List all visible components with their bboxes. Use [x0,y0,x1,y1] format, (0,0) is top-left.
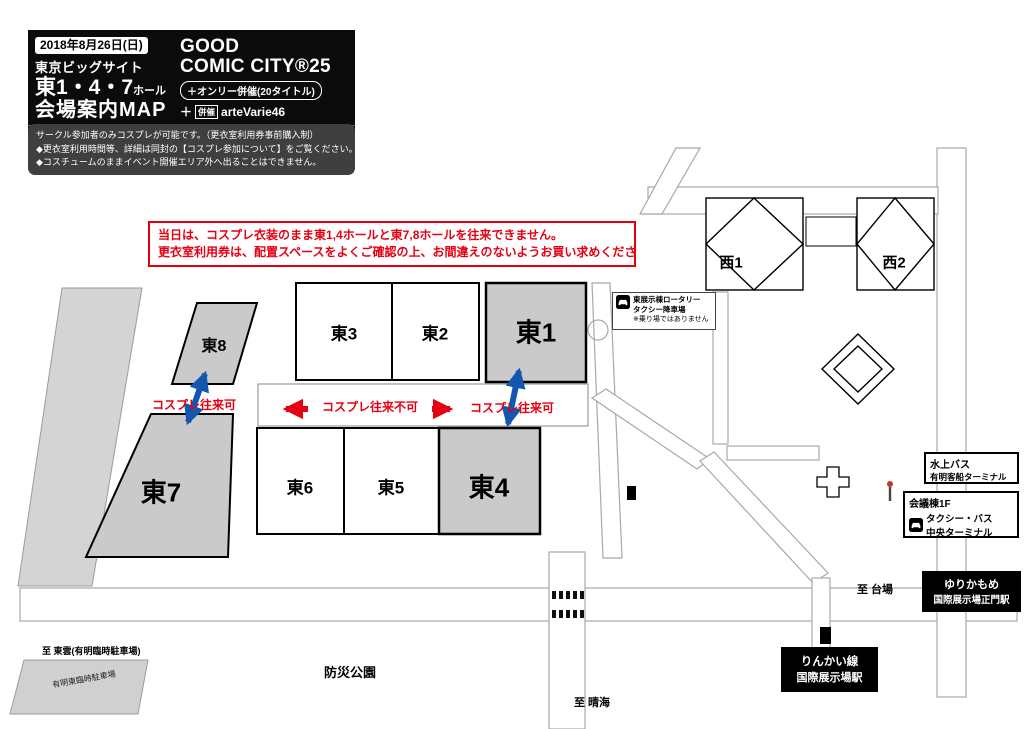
hall-east1-shape [484,281,588,384]
hall-west2-shape [856,197,935,291]
event-header-main: 2018年8月26日(日) 東京ビッグサイト 東1・4・7ホール 会場案内MAP… [28,30,355,125]
hall-east5-label: 東5 [377,478,405,498]
hall-east8-label: 東8 [201,338,227,355]
cosplay-notice-line2: ◆更衣室利用時間等、詳細は同封の【コスプレ参加について】をご覧ください。 [36,143,355,154]
cosplay-warning-box: 当日は、コスプレ衣装のまま東1,4ホールと東7,8ホールを往来できません。 更衣… [148,221,636,267]
venue-name: 東京ビッグサイト [35,60,144,75]
west-halls-shapes [704,196,935,292]
rinkai-station-box: りんかい線 国際展示場駅 [781,647,878,692]
rotary-line1: 東展示棟ロータリー [633,295,701,304]
hall-east3-shape [295,282,393,381]
hall-west2-label: 西2 [882,254,906,272]
escalator-icon [627,486,636,500]
only-events-pill: ＋オンリー併催(20タイトル) [180,80,322,100]
hall-west1-label: 西1 [719,254,743,272]
waterbus-info-box: 水上バス 有明客船ターミナル [924,452,1019,484]
car-icon [909,518,923,532]
terminal-line1: 会議棟1F [909,499,951,510]
rotary-line2: タクシー降車場 [633,304,686,314]
facility-icons [627,486,831,644]
direction-shinonome: 至 東雲(有明臨時駐車場) [42,646,141,656]
waterbus-line2: 有明客船ターミナル [930,472,1007,482]
waterbus-line1: 水上バス [930,460,970,471]
east-halls-shapes [84,281,588,558]
terminal-text: タクシー・バス 中央ターミナル [926,511,993,539]
terminal-row: タクシー・バス 中央ターミナル [909,511,1013,539]
rinkai-line2: 国際展示場駅 [796,672,863,684]
cosplay-allowed-label-right: コスプレ往来可 [470,401,555,415]
event-header-left: 2018年8月26日(日) 東京ビッグサイト 東1・4・7ホール 会場案内MAP [28,30,178,125]
bus-stop-icon [887,481,893,501]
plaza-cross-shape [816,466,850,498]
cosplay-notice-line1: サークル参加者のみコスプレが可能です。（更衣室利用券事前購入制） [36,130,319,140]
hall-east6-shape [256,427,345,535]
cosplay-warning-line2: 更衣室利用券は、配置スペースをよくご確認の上、お間違えのないようお買い求めくださ… [158,244,636,259]
event-name-line2: COMIC CITY®25 [180,55,331,77]
central-terminal-info-box: 会議棟1F タクシー・バス 中央ターミナル [903,491,1019,539]
yurikamome-line2: 国際展示場正門駅 [933,595,1010,606]
hall-east2-shape [391,282,480,381]
cohost-plus: ＋ [180,104,193,119]
car-icon [616,295,630,309]
hall-east1-label: 東1 [515,317,557,348]
event-name-line1: GOOD [180,36,240,57]
map-title: 会場案内MAP [35,99,167,122]
halls-suffix: ホール [133,85,167,97]
rotary-line3: ※乗り場ではありません [633,315,709,323]
halls-numbers: 東1・4・7 [35,76,134,99]
cosplay-warning-line1: 当日は、コスプレ衣装のまま東1,4ホールと東7,8ホールを往来できません。 [158,228,564,242]
cosplay-allowed-label-left: コスプレ往来可 [152,398,237,412]
cosplay-allowed-arrow-right [501,367,526,428]
taxi-dropoff-text: 東展示棟ロータリー タクシー降車場 ※乗り場ではありません [633,295,709,324]
cohost-tag: 併催 [195,104,219,119]
terminal-line2: タクシー・バス [926,514,993,525]
cosplay-notice-box: サークル参加者のみコスプレが可能です。（更衣室利用券事前購入制） ◆更衣室利用時… [28,124,355,175]
cosplay-allowed-arrow-left [184,370,209,426]
left-ground-bands [9,287,149,715]
hall-east6-label: 東6 [286,478,314,498]
hall-east4-shape [437,426,542,536]
conference-tower-shape [820,333,896,405]
hall-east3-label: 東3 [330,324,358,344]
rinkai-line1: りんかい線 [800,656,859,668]
hall-east2-label: 東2 [421,324,449,344]
hall-west1-shape [705,197,804,291]
area-bosai-park-label: 防災公園 [324,665,377,680]
escalator-icon [820,627,831,644]
event-date-badge: 2018年8月26日(日) [35,37,148,54]
taxi-dropoff-info-box: 東展示棟ロータリー タクシー降車場 ※乗り場ではありません [612,292,716,330]
hall-east8-shape [170,302,259,385]
cosplay-forbidden-label: コスプレ往来不可 [308,398,432,415]
direction-harumi: 至 晴海 [574,697,611,709]
hall-east4-label: 東4 [468,472,510,503]
cosplay-notice-line3: ◆コスチュームのままイベント開催エリア外へ出ることはできません。 [36,157,322,167]
yurikamome-line1: ゆりかもめ [944,579,999,591]
hall-east7-label: 東7 [140,477,182,508]
cohost-name: arteVarie46 [221,104,286,119]
direction-odaiba: 至 台場 [857,584,894,596]
yurikamome-station-box: ゆりかもめ 国際展示場正門駅 [922,571,1021,612]
terminal-line3: 中央ターミナル [926,528,993,539]
halls-line: 東1・4・7ホール [35,76,174,99]
